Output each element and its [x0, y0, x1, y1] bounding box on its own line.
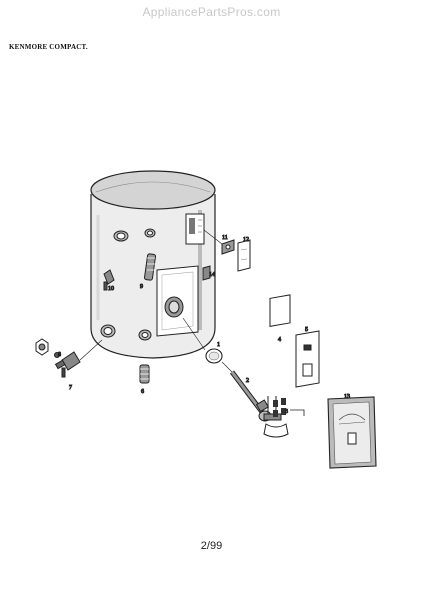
callout-6: 6 [141, 389, 144, 395]
dip-tube [143, 253, 157, 281]
leader-gasket [182, 317, 206, 351]
brand-label: KENMORE COMPACT. [9, 43, 88, 51]
thermostat [269, 294, 305, 417]
page-number: 2/99 [200, 540, 223, 552]
relief-valve [103, 269, 115, 291]
thermostat-bracket [263, 396, 289, 438]
callout-13: 13 [344, 394, 350, 400]
drain-valve-washer [35, 338, 60, 358]
callout-3: 3 [285, 409, 288, 415]
callout-9: 9 [140, 284, 143, 290]
junction-cover [237, 239, 251, 272]
heating-element [230, 370, 272, 422]
leader-clamp [203, 229, 223, 245]
callout-12: 12 [243, 237, 249, 243]
top-left-fitting [113, 230, 129, 242]
nipple-fitting [139, 364, 150, 384]
bottom-center-port [138, 329, 152, 341]
callout-11: 11 [222, 235, 228, 241]
tank-bracket [202, 265, 211, 281]
element-gasket [205, 348, 223, 364]
rating-label-plate [185, 213, 205, 245]
callout-1: 1 [217, 342, 220, 348]
callout-14: 14 [209, 272, 215, 278]
callout-2: 2 [246, 378, 249, 384]
drain-valve [54, 351, 81, 378]
access-panel-area [156, 265, 199, 337]
watermark: AppliancePartsPros.com [142, 5, 281, 19]
leader-drain [79, 339, 103, 361]
top-center-fitting [144, 228, 156, 238]
callout-8: 8 [58, 352, 61, 358]
leader-element [221, 361, 233, 373]
callout-4: 4 [278, 337, 281, 343]
bottom-left-port [100, 324, 116, 338]
thermostat-cover [295, 330, 320, 388]
cable-clamp [221, 239, 235, 255]
access-door [327, 396, 377, 469]
callout-7: 7 [69, 385, 72, 391]
callout-5: 5 [305, 327, 308, 333]
callout-10: 10 [108, 286, 114, 292]
